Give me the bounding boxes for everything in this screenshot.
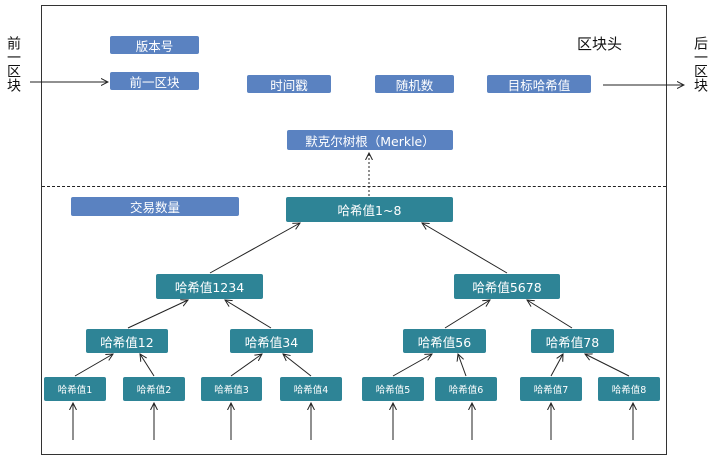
- hash-5678-node: 哈希值5678: [454, 274, 560, 299]
- hash-1-leaf: 哈希值1: [44, 377, 106, 401]
- next-block-label: 后一区块: [692, 36, 708, 92]
- arrow-3-34: [230, 354, 262, 377]
- arrow-2-12: [140, 354, 155, 377]
- prev-block-field: 前一区块: [110, 72, 199, 90]
- arrow-7-78: [550, 354, 563, 377]
- hash-7-leaf: 哈希值7: [520, 377, 582, 401]
- version-field: 版本号: [110, 36, 199, 54]
- hash-34-node: 哈希值34: [230, 329, 313, 353]
- prev-block-label: 前一区块: [5, 36, 21, 92]
- timestamp-field: 时间戳: [247, 75, 331, 93]
- hash-56-node: 哈希值56: [403, 329, 486, 353]
- hash-3-leaf: 哈希值3: [201, 377, 262, 401]
- hash-4-leaf: 哈希值4: [280, 377, 342, 401]
- header-body-divider: [42, 186, 666, 187]
- arrow-78-5678: [527, 300, 573, 329]
- nonce-field: 随机数: [375, 75, 454, 93]
- connector-arrows: [30, 0, 709, 440]
- hash-6-leaf: 哈希值6: [435, 377, 497, 401]
- arrow-6-56: [458, 354, 467, 377]
- root-hash-node: 哈希值1~8: [286, 197, 453, 222]
- arrow-1-12: [74, 354, 113, 377]
- hash-5-leaf: 哈希值5: [362, 377, 424, 401]
- arrow-8-78: [585, 354, 630, 377]
- target-hash-field: 目标哈希值: [487, 75, 591, 93]
- tx-count-field: 交易数量: [71, 197, 239, 216]
- arrow-56-5678: [444, 300, 490, 329]
- hash-12-node: 哈希值12: [86, 329, 168, 353]
- hash-1234-node: 哈希值1234: [156, 274, 263, 299]
- arrow-1234-root: [209, 223, 300, 274]
- hash-8-leaf: 哈希值8: [598, 377, 660, 401]
- merkle-root-field: 默克尔树根（Merkle）: [287, 130, 453, 150]
- arrow-4-34: [283, 354, 312, 377]
- hash-78-node: 哈希值78: [531, 329, 614, 353]
- hash-2-leaf: 哈希值2: [123, 377, 185, 401]
- arrow-12-1234: [127, 300, 188, 329]
- arrow-5678-root: [422, 223, 508, 274]
- arrow-5-56: [392, 354, 432, 377]
- block-header-label: 区块头: [577, 35, 623, 53]
- arrow-34-1234: [225, 300, 272, 329]
